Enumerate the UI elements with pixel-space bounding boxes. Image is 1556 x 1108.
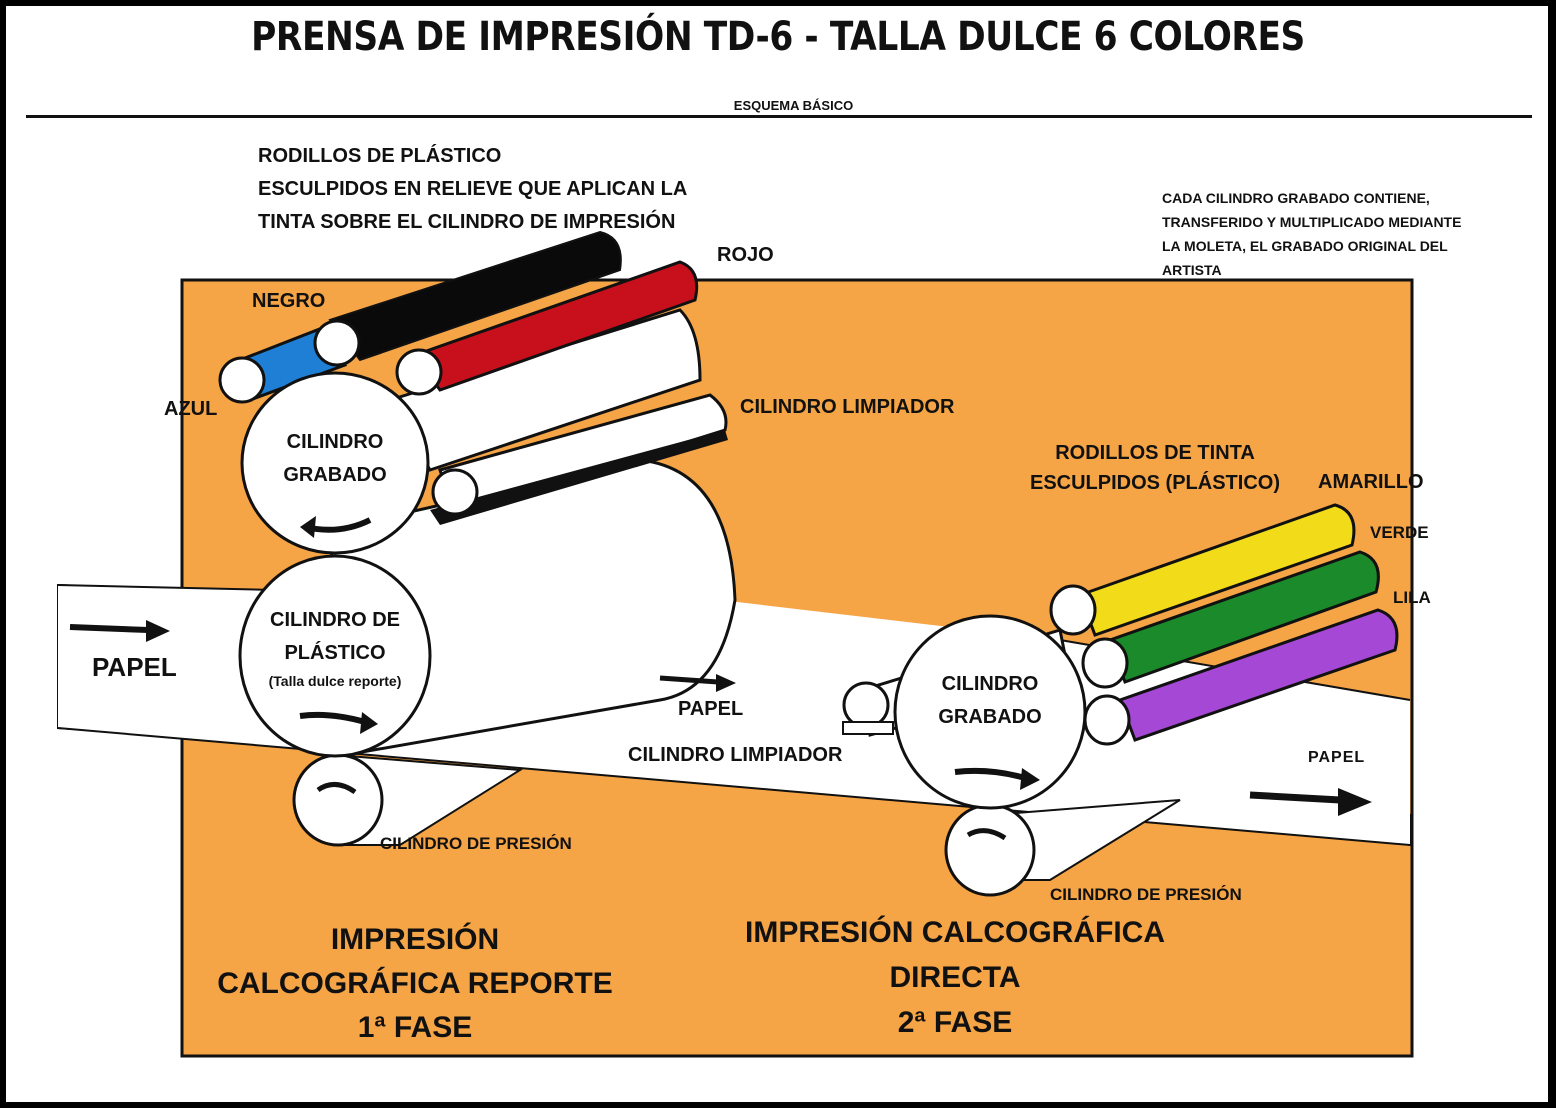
label-rodillos-tinta: RODILLOS DE TINTA ESCULPIDOS (PLÁSTICO)	[1020, 438, 1290, 498]
label-cilindro-presion-2: CILINDRO DE PRESIÓN	[1050, 885, 1242, 904]
rodillos-plastico-label: RODILLOS DE PLÁSTICO ESCULPIDOS EN RELIE…	[258, 140, 687, 239]
phase-2-label: IMPRESIÓN CALCOGRÁFICA DIRECTA 2ª FASE	[730, 910, 1180, 1045]
cleaning-cylinder-1-end	[431, 468, 479, 516]
paper-arrow-2	[659, 674, 736, 692]
rotation-arrow-icon	[966, 828, 1007, 841]
pressure-cylinder-2	[944, 803, 1036, 897]
label-rojo: ROJO	[717, 244, 774, 266]
label-negro: NEGRO	[252, 290, 326, 312]
upper-cylinder-body	[387, 308, 702, 472]
label-line: CILINDRO	[286, 431, 384, 453]
rotation-arrow-icon	[316, 782, 357, 795]
arrowhead-icon	[300, 516, 316, 538]
label-azul: AZUL	[164, 398, 218, 420]
label-line: TINTA SOBRE EL CILINDRO DE IMPRESIÓN	[258, 211, 676, 233]
title-divider	[26, 115, 1532, 118]
label-cilindro-limpiador-1: CILINDRO LIMPIADOR	[740, 396, 955, 418]
roller-amarillo-end	[1049, 584, 1097, 636]
label-cilindro-presion-1: CILINDRO DE PRESIÓN	[380, 834, 572, 853]
note-line: TRANSFERIDO Y MULTIPLICADO MEDIANTE	[1162, 214, 1462, 230]
label-line: ESCULPIDOS EN RELIEVE QUE APLICAN LA	[258, 178, 688, 200]
roller-lila	[1118, 608, 1399, 742]
label-line: DIRECTA	[889, 961, 1021, 994]
roller-azul-end	[218, 356, 266, 404]
note-line: ARTISTA	[1162, 262, 1222, 278]
roller-verde-end	[1081, 637, 1129, 689]
label-line: (Talla dulce reporte)	[268, 673, 402, 689]
cleaning-cylinder-1	[438, 393, 728, 517]
label-papel-2: PAPEL	[678, 698, 744, 720]
paper-edge-bottom	[57, 727, 1411, 846]
label-line: IMPRESIÓN	[330, 923, 500, 956]
cleaning-cylinder-2-base	[842, 721, 894, 735]
roller-lila-end	[1083, 694, 1131, 746]
label-cilindro-grabado-1: CILINDRO GRABADO	[255, 426, 415, 492]
roller-amarillo	[1078, 503, 1356, 637]
paper-arrow-1	[69, 620, 170, 642]
label-line: CILINDRO	[941, 673, 1039, 695]
label-line: 2ª FASE	[897, 1006, 1013, 1039]
roller-negro-end	[313, 319, 361, 367]
label-cilindro-grabado-2: CILINDRO GRABADO	[910, 668, 1070, 734]
label-line: CALCOGRÁFICA REPORTE	[217, 967, 613, 1000]
label-papel-1: PAPEL	[92, 652, 177, 682]
note-line: CADA CILINDRO GRABADO CONTIENE,	[1162, 190, 1430, 206]
label-line: RODILLOS DE PLÁSTICO	[258, 145, 502, 167]
phase-1-label: IMPRESIÓN CALCOGRÁFICA REPORTE 1ª FASE	[205, 918, 625, 1050]
roller-verde	[1108, 550, 1380, 684]
note-line: LA MOLETA, EL GRABADO ORIGINAL DEL	[1162, 238, 1448, 254]
rotation-arrow-icon	[954, 767, 1026, 781]
label-line: RODILLOS DE TINTA	[1055, 442, 1255, 464]
page-title: PRENSA DE IMPRESIÓN TD-6 - TALLA DULCE 6…	[251, 14, 1305, 60]
label-verde: VERDE	[1370, 523, 1429, 542]
engraved-cylinder-1	[240, 371, 430, 555]
engraving-note: CADA CILINDRO GRABADO CONTIENE, TRANSFER…	[1162, 186, 1461, 282]
cleaning-cylinder-1-shadow	[430, 430, 728, 525]
label-line: GRABADO	[938, 706, 1042, 728]
label-amarillo: AMARILLO	[1318, 471, 1424, 493]
pressure-cylinder-1	[292, 753, 384, 847]
label-cilindro-plastico: CILINDRO DE PLÁSTICO (Talla dulce report…	[235, 604, 435, 692]
page-subtitle: ESQUEMA BÁSICO	[733, 98, 854, 113]
label-lila: LILA	[1393, 588, 1431, 607]
label-line: 1ª FASE	[357, 1011, 473, 1044]
arrowhead-icon	[1020, 768, 1040, 790]
label-papel-3: PAPEL	[1308, 749, 1366, 766]
label-line: PLÁSTICO	[284, 642, 386, 664]
engraved-cylinder-2	[893, 614, 1087, 810]
cleaning-cylinder-2-end	[842, 681, 890, 729]
arrowhead-icon	[360, 712, 378, 734]
plastic-cylinder-body	[328, 458, 737, 757]
roller-rojo	[412, 260, 699, 392]
roller-rojo-end	[395, 348, 443, 396]
roller-negro	[328, 230, 622, 362]
label-line: ESCULPIDOS (PLÁSTICO)	[1029, 472, 1280, 494]
label-line: GRABADO	[283, 464, 387, 486]
paper-arrow-3	[1249, 788, 1372, 816]
label-cilindro-limpiador-2: CILINDRO LIMPIADOR	[628, 744, 843, 766]
rotation-arrow-icon	[299, 711, 366, 725]
label-line: CILINDRO DE	[270, 609, 400, 631]
plastic-cylinder	[238, 554, 432, 758]
label-line: IMPRESIÓN CALCOGRÁFICA	[745, 916, 1165, 949]
